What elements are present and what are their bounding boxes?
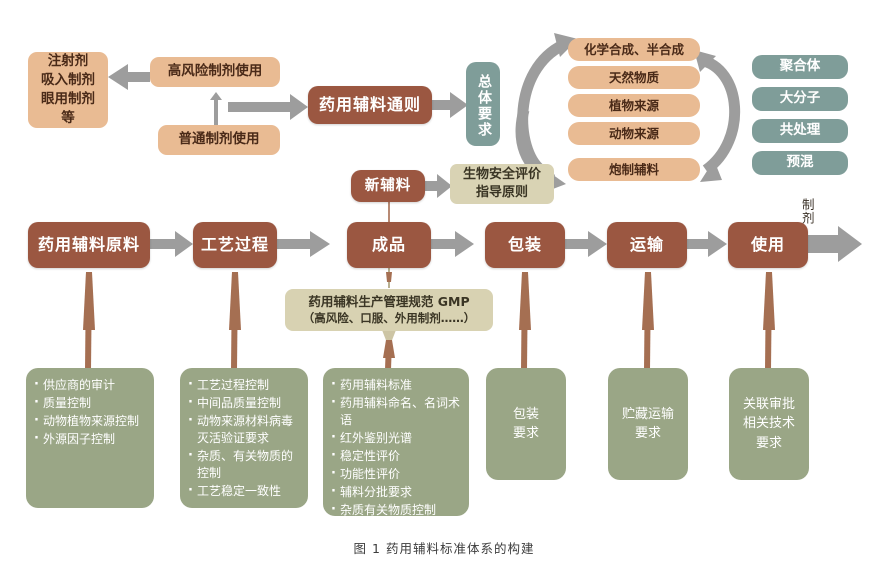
arrow-rules-to-overall: [431, 92, 468, 118]
arrow-chain-2: [276, 231, 330, 257]
high-risk-preparation-box[interactable]: 高风险制剂使用: [150, 57, 280, 87]
list-item: 药用辅料标准: [331, 376, 462, 394]
type-item-1[interactable]: 大分子: [752, 87, 848, 111]
list-item: 工艺稳定一致性: [188, 482, 301, 500]
list-item: 药用辅料命名、名词术语: [331, 394, 462, 429]
source-item-1[interactable]: 天然物质: [568, 66, 700, 89]
dosage-forms-box[interactable]: 注射剂 吸入制剂 眼用制剂 等: [28, 52, 108, 128]
type-item-2[interactable]: 共处理: [752, 119, 848, 143]
list-item: 杂质、有关物质的控制: [188, 447, 301, 482]
arrow-chain-1: [150, 231, 193, 257]
ordinary-preparation-box[interactable]: 普通制剂使用: [158, 125, 280, 155]
process-step-transport[interactable]: 运输: [607, 222, 687, 268]
requirement-list-2: 药用辅料标准 药用辅料命名、名词术语 红外鉴别光谱 稳定性评价 功能性评价 辅料…: [331, 376, 462, 520]
biosafety-guideline-box[interactable]: 生物安全评价 指导原则: [450, 164, 554, 204]
list-item: 工艺过程控制: [188, 376, 301, 394]
requirement-box-finished-product[interactable]: 药用辅料标准 药用辅料命名、名词术语 红外鉴别光谱 稳定性评价 功能性评价 辅料…: [323, 368, 469, 520]
process-step-raw-material[interactable]: 药用辅料原料: [28, 222, 150, 268]
list-item: 动物植物来源控制: [34, 412, 147, 430]
list-item: 动物来源材料病毒灭活验证要求: [188, 412, 301, 447]
gmp-tail: [382, 330, 396, 348]
source-item-4[interactable]: 炮制辅料: [568, 158, 700, 181]
gmp-line-2: （高风险、口服、外用制剂……）: [302, 310, 476, 325]
gmp-box[interactable]: 药用辅料生产管理规范 GMP （高风险、口服、外用制剂……）: [285, 289, 493, 331]
arrow-chain-4: [564, 231, 607, 257]
process-step-use[interactable]: 使用: [728, 222, 808, 268]
requirement-box-transport[interactable]: 贮藏运输 要求: [608, 368, 688, 480]
output-preparation-label: 制剂: [799, 198, 815, 225]
process-step-manufacturing[interactable]: 工艺过程: [193, 222, 277, 268]
list-item: 中间品质量控制: [188, 394, 301, 412]
type-item-3[interactable]: 预混: [752, 151, 848, 175]
arrow-chain-5: [686, 231, 727, 257]
requirement-list-0: 供应商的审计 质量控制 动物植物来源控制 外源因子控制: [34, 376, 147, 449]
arrow-new-to-guideline: [424, 174, 452, 198]
process-step-packaging[interactable]: 包装: [485, 222, 565, 268]
arrow-highrisk-to-dosageforms: [108, 64, 150, 90]
process-step-finished-product[interactable]: 成品: [347, 222, 431, 268]
requirement-list-1: 工艺过程控制 中间品质量控制 动物来源材料病毒灭活验证要求 杂质、有关物质的控制…: [188, 376, 301, 501]
list-item: 功能性评价: [331, 465, 462, 483]
gmp-line-1: 药用辅料生产管理规范 GMP: [308, 293, 470, 309]
requirement-box-use[interactable]: 关联审批 相关技术 要求: [729, 368, 809, 480]
list-item: 供应商的审计: [34, 376, 147, 394]
new-excipient-box[interactable]: 新辅料: [351, 170, 425, 202]
list-item: 稳定性评价: [331, 447, 462, 465]
curved-arrow-right: [694, 50, 741, 182]
requirement-box-process[interactable]: 工艺过程控制 中间品质量控制 动物来源材料病毒灭活验证要求 杂质、有关物质的控制…: [180, 368, 308, 508]
list-item: 辅料分批要求: [331, 483, 462, 501]
figure-caption: 图 1 药用辅料标准体系的构建: [353, 541, 535, 556]
requirement-box-raw-material[interactable]: 供应商的审计 质量控制 动物植物来源控制 外源因子控制: [26, 368, 154, 508]
overall-requirement-box[interactable]: 总体要求: [466, 62, 500, 146]
source-item-0[interactable]: 化学合成、半合成: [568, 38, 700, 61]
list-item: 杂质有关物质控制: [331, 501, 462, 519]
list-item: 外源因子控制: [34, 430, 147, 448]
requirement-box-packaging[interactable]: 包装 要求: [486, 368, 566, 480]
arrow-chain-3: [430, 231, 474, 257]
type-item-0[interactable]: 聚合体: [752, 55, 848, 79]
general-rules-box[interactable]: 药用辅料通则: [308, 86, 432, 124]
list-item: 红外鉴别光谱: [331, 429, 462, 447]
source-item-3[interactable]: 动物来源: [568, 122, 700, 145]
arrow-to-general-rules: [228, 94, 308, 120]
source-item-2[interactable]: 植物来源: [568, 94, 700, 117]
list-item: 质量控制: [34, 394, 147, 412]
